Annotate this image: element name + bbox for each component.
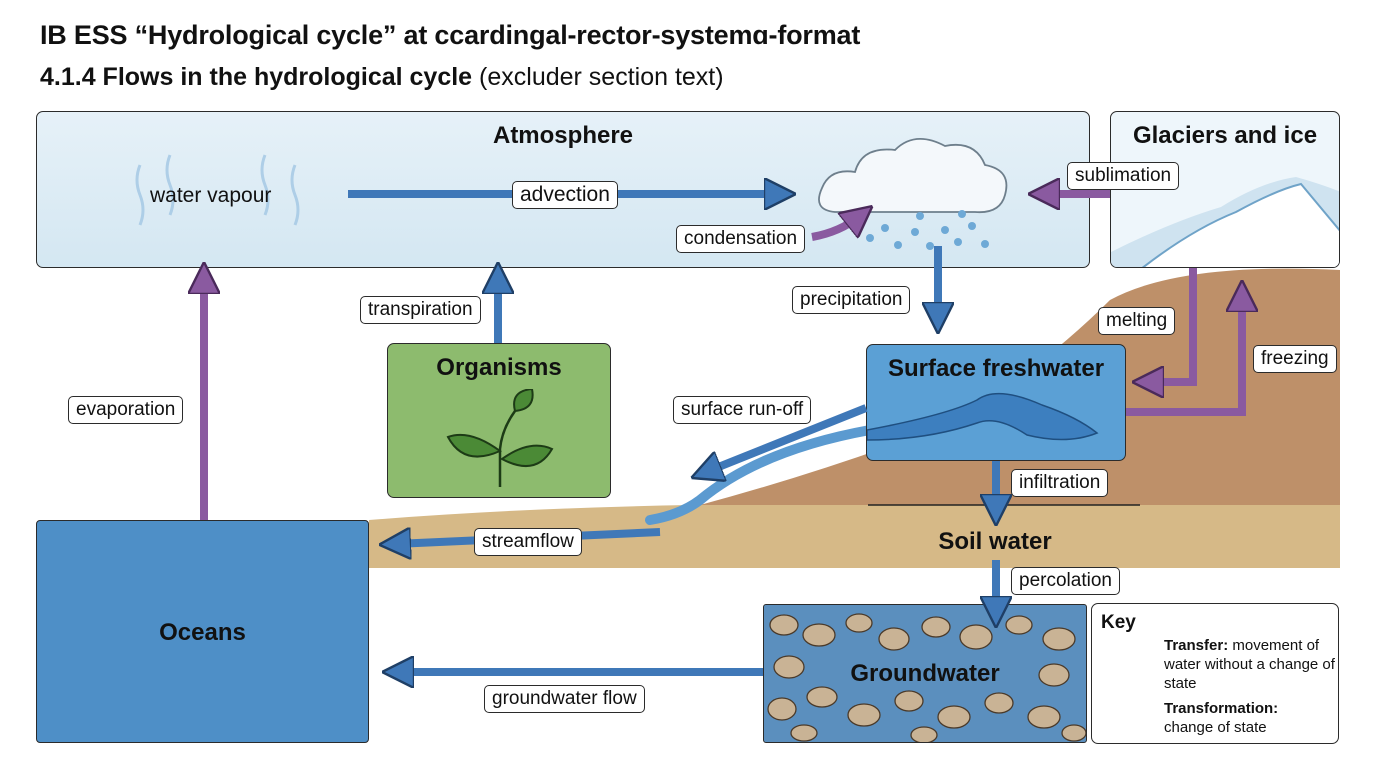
oceans-store: Oceans [36, 520, 369, 743]
key-title: Key [1101, 612, 1136, 633]
sublimation-label: sublimation [1067, 162, 1180, 190]
mountain-icon [1111, 177, 1339, 267]
subtitle-section: 4.1.4 Flows in the hydrological cycle [40, 63, 473, 91]
key-transfer-desc: movement of water without a change of st… [1164, 637, 1335, 692]
advection-label: advection [512, 181, 618, 209]
condensation-arrow [811, 216, 860, 241]
water-vapour-label: water vapour [150, 184, 272, 207]
key-transfer-term: Transfer: [1164, 637, 1229, 654]
melting-arrow [1148, 268, 1197, 382]
key-transformation-desc: change of state [1164, 719, 1267, 736]
freezing-label: freezing [1253, 345, 1337, 373]
surface-freshwater-store: Surface freshwater [866, 344, 1126, 461]
diagram-subtitle: 4.1.4 Flows in the hydrological cycle (e… [40, 63, 724, 92]
groundwater-store: Groundwater [763, 604, 1087, 743]
soil-water-heading: Soil water [938, 528, 1052, 555]
melting-label: melting [1098, 307, 1176, 335]
oceans-heading: Oceans [159, 619, 246, 646]
percolation-label: percolation [1011, 567, 1120, 595]
evaporation-label: evaporation [68, 396, 184, 424]
organisms-heading: Organisms [436, 354, 562, 381]
surface-runoff-arrow [706, 404, 868, 472]
condensation-label: condensation [676, 225, 806, 253]
infiltration-label: infiltration [1011, 469, 1109, 497]
streamflow-label: streamflow [474, 528, 582, 556]
key-transformation-term: Transformation: [1164, 700, 1279, 717]
key-transformation-text: Transformation: change of state [1164, 699, 1336, 737]
atmosphere-heading: Atmosphere [492, 122, 634, 149]
precipitation-label: precipitation [792, 286, 911, 314]
lake-icon [867, 392, 1099, 441]
surface-runoff-label: surface run-off [673, 396, 812, 424]
surface-freshwater-heading: Surface freshwater [887, 355, 1105, 382]
key-legend: Key Transfer: movement of water without … [1091, 603, 1339, 744]
diagram-title: IB ESS “Hydrological cycle” at ccardinga… [40, 20, 861, 50]
rocks-texture [767, 613, 1086, 742]
groundwater-flow-label: groundwater flow [484, 685, 645, 713]
plant-icon [446, 389, 554, 487]
transpiration-label: transpiration [360, 296, 481, 324]
organisms-store: Organisms [387, 343, 611, 498]
groundwater-heading: Groundwater [850, 660, 1000, 687]
freezing-arrow [1126, 296, 1242, 416]
glaciers-heading: Glaciers and ice [1132, 122, 1318, 149]
key-transfer-text: Transfer: movement of water without a ch… [1164, 636, 1336, 693]
vapour-wisps-icon [135, 154, 300, 226]
subtitle-note: (excluder section text) [472, 63, 724, 91]
